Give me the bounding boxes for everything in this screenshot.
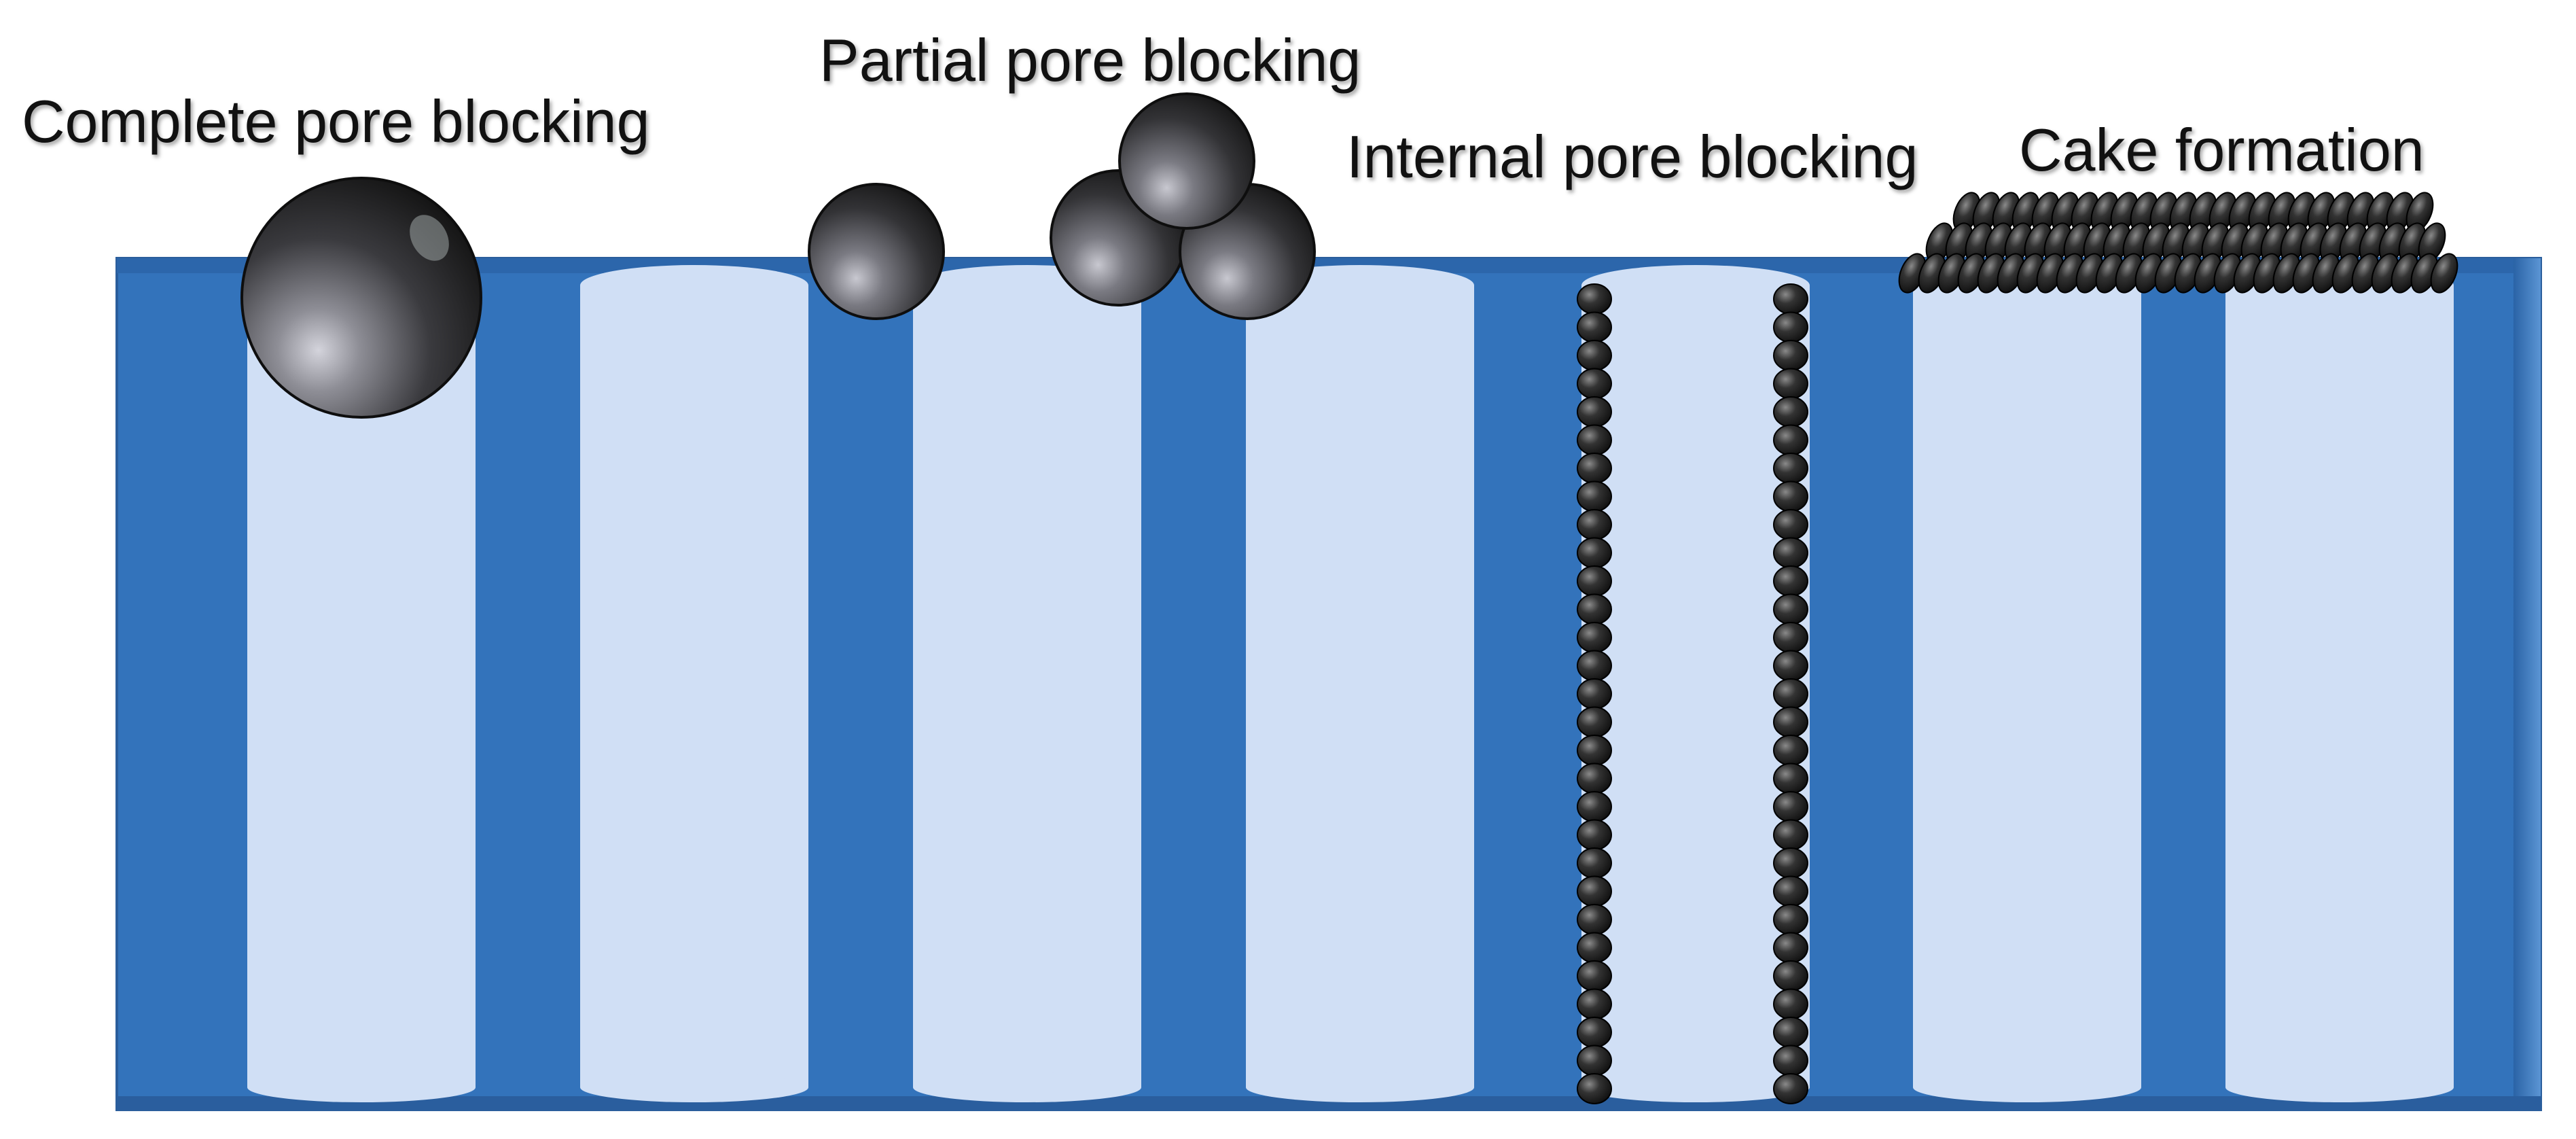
internal-bead xyxy=(1773,791,1808,822)
internal-bead xyxy=(1773,650,1808,682)
internal-bead xyxy=(1577,565,1612,597)
internal-bead xyxy=(1773,396,1808,427)
internal-bead xyxy=(1577,593,1612,625)
pores xyxy=(247,265,2454,1102)
internal-bead xyxy=(1577,311,1612,343)
internal-bead xyxy=(1773,988,1808,1020)
cake-particle xyxy=(2430,253,2458,294)
internal-bead xyxy=(1773,593,1808,625)
pore-6 xyxy=(1913,265,2141,1102)
partial-particle-4 xyxy=(1118,92,1255,230)
internal-bead xyxy=(1773,1073,1808,1104)
internal-bead xyxy=(1577,480,1612,512)
internal-bead xyxy=(1577,368,1612,400)
internal-bead xyxy=(1577,706,1612,738)
internal-bead xyxy=(1773,706,1808,738)
internal-bead xyxy=(1577,424,1612,456)
internal-bead xyxy=(1773,509,1808,540)
pore-5 xyxy=(1581,265,1810,1102)
membrane-right-bevel xyxy=(2514,258,2541,1110)
internal-bead xyxy=(1577,932,1612,964)
internal-bead xyxy=(1773,340,1808,371)
pore-7 xyxy=(2225,265,2454,1102)
internal-bead xyxy=(1577,650,1612,682)
internal-bead xyxy=(1577,537,1612,569)
internal-bead xyxy=(1773,904,1808,935)
internal-bead xyxy=(1577,988,1612,1020)
internal-bead xyxy=(1577,396,1612,427)
internal-bead xyxy=(1773,565,1808,597)
cake-formation-layer xyxy=(1898,192,2458,294)
internal-bead xyxy=(1577,509,1612,540)
internal-bead xyxy=(1773,283,1808,315)
internal-bead xyxy=(1773,875,1808,907)
internal-blocking-particles xyxy=(1577,283,1808,1104)
pore-4 xyxy=(1246,265,1474,1102)
internal-bead xyxy=(1577,960,1612,992)
internal-bead xyxy=(1577,791,1612,822)
internal-bead xyxy=(1773,960,1808,992)
internal-bead xyxy=(1773,311,1808,343)
partial-particle-1 xyxy=(808,183,945,320)
internal-bead xyxy=(1577,1045,1612,1076)
internal-bead xyxy=(1577,678,1612,709)
pore-3 xyxy=(913,265,1141,1102)
internal-bead xyxy=(1773,932,1808,964)
internal-bead xyxy=(1577,763,1612,794)
internal-bead xyxy=(1773,368,1808,400)
internal-bead xyxy=(1773,480,1808,512)
label-partial-pore-blocking: Partial pore blocking xyxy=(819,27,1361,94)
internal-bead xyxy=(1577,622,1612,653)
internal-bead xyxy=(1577,904,1612,935)
internal-bead xyxy=(1577,453,1612,484)
internal-bead xyxy=(1773,819,1808,851)
internal-bead xyxy=(1773,735,1808,766)
internal-bead xyxy=(1577,735,1612,766)
complete-blocking-particle xyxy=(240,177,482,419)
label-internal-pore-blocking: Internal pore blocking xyxy=(1346,123,1918,190)
internal-bead xyxy=(1773,763,1808,794)
partial-blocking-particles xyxy=(808,92,1316,320)
internal-bead xyxy=(1577,847,1612,879)
label-complete-pore-blocking: Complete pore blocking xyxy=(22,88,650,155)
label-cake-formation: Cake formation xyxy=(2019,116,2425,183)
internal-bead xyxy=(1577,875,1612,907)
internal-bead xyxy=(1577,283,1612,315)
internal-bead xyxy=(1773,424,1808,456)
internal-bead xyxy=(1577,340,1612,371)
internal-bead xyxy=(1773,537,1808,569)
pore-2 xyxy=(580,265,808,1102)
internal-bead xyxy=(1577,1073,1612,1104)
internal-bead xyxy=(1773,453,1808,484)
internal-bead xyxy=(1577,819,1612,851)
internal-bead xyxy=(1773,622,1808,653)
internal-bead xyxy=(1773,1017,1808,1048)
internal-bead xyxy=(1773,1045,1808,1076)
internal-bead xyxy=(1773,678,1808,709)
internal-bead xyxy=(1577,1017,1612,1048)
internal-bead xyxy=(1773,847,1808,879)
